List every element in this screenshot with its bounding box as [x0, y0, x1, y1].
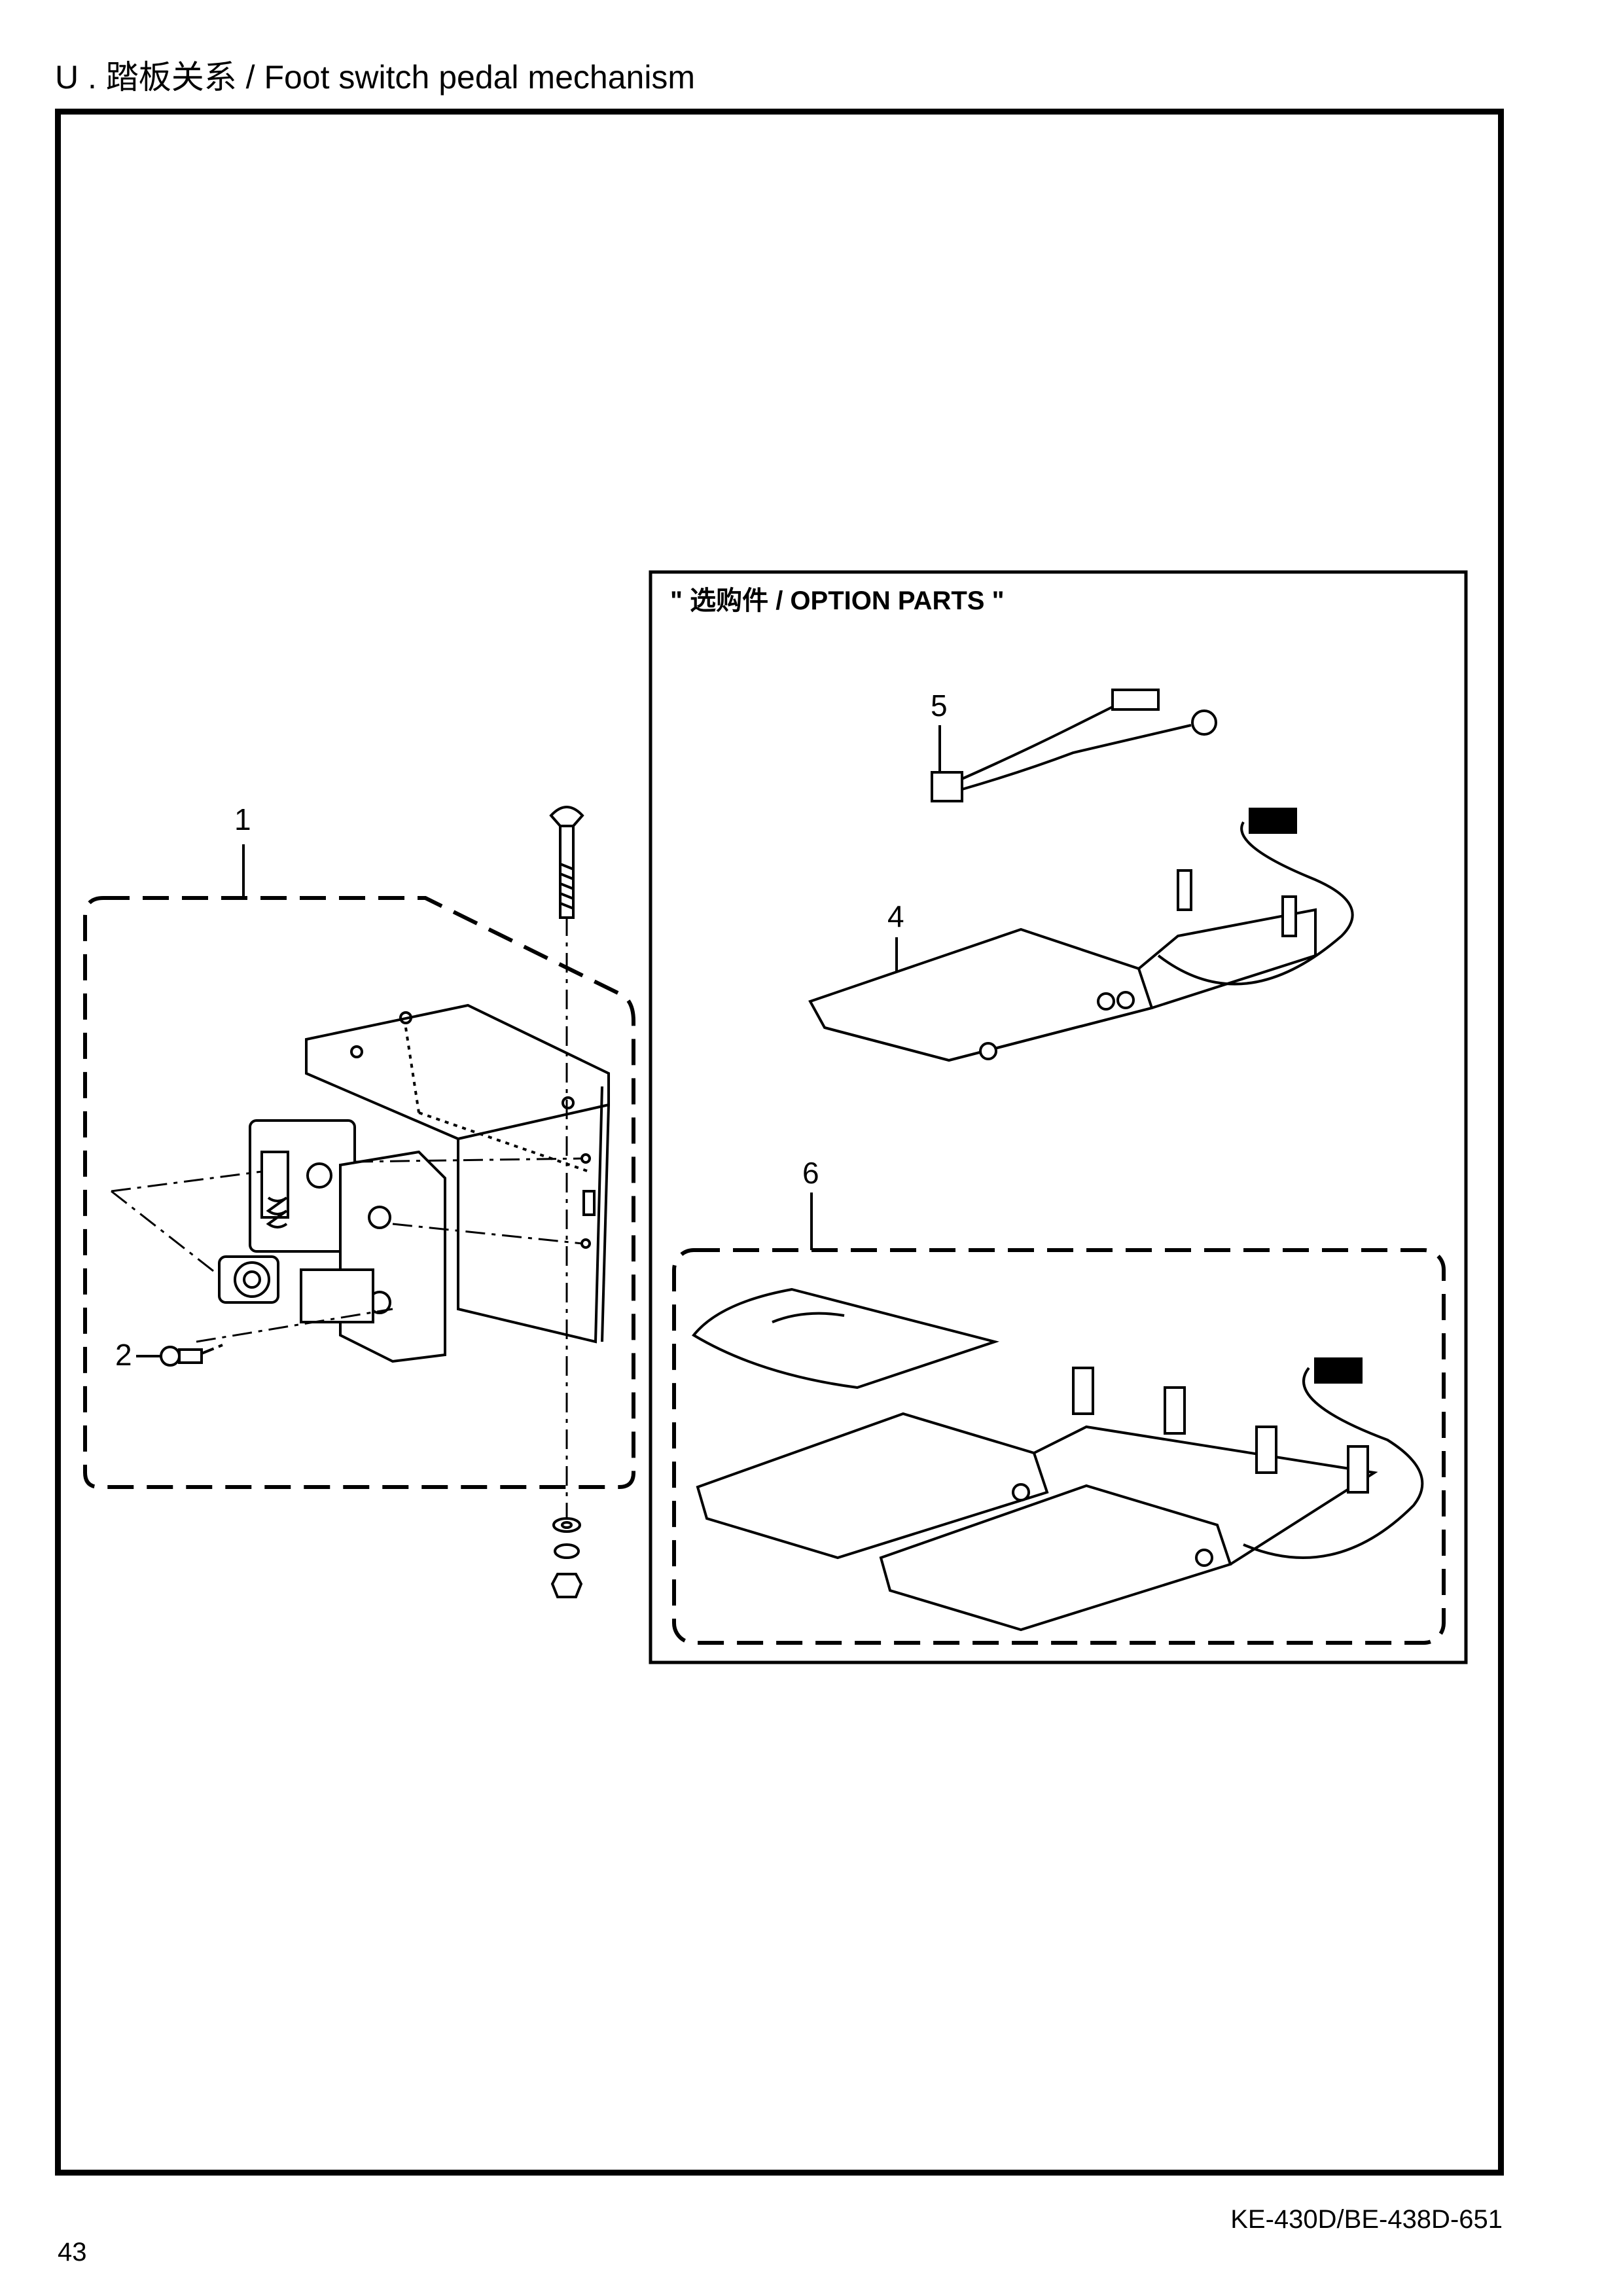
washer-nut-stack — [550, 1517, 583, 1598]
option-parts-title: " 选购件 / OPTION PARTS " — [670, 586, 1005, 615]
single-pedal-4 — [808, 808, 1354, 1062]
option-parts-frame — [649, 570, 1468, 1664]
group-6-dashed-outline — [672, 1248, 1446, 1645]
screw-2 — [136, 1344, 223, 1367]
dual-pedal-6 — [692, 1287, 1424, 1632]
wire-harness-5 — [931, 689, 1217, 802]
group-1-dashed-outline — [83, 896, 635, 1489]
model-code: KE-430D/BE-438D-651 — [1230, 2205, 1503, 2234]
callout-1: 1 — [234, 802, 251, 836]
carriage-bolt — [549, 806, 584, 919]
callout-6: 6 — [802, 1156, 819, 1190]
page-title: U . 踏板关系 / Foot switch pedal mechanism — [55, 59, 696, 96]
page-number: 43 — [58, 2238, 87, 2267]
assembly-guide-lines — [111, 916, 583, 1518]
callout-2: 2 — [115, 1338, 132, 1372]
callout-4: 4 — [887, 899, 904, 933]
switch-assembly — [218, 1119, 446, 1363]
callout-5: 5 — [931, 689, 948, 723]
pedal-mount-plate — [305, 1003, 610, 1344]
main-frame — [55, 109, 1504, 2176]
